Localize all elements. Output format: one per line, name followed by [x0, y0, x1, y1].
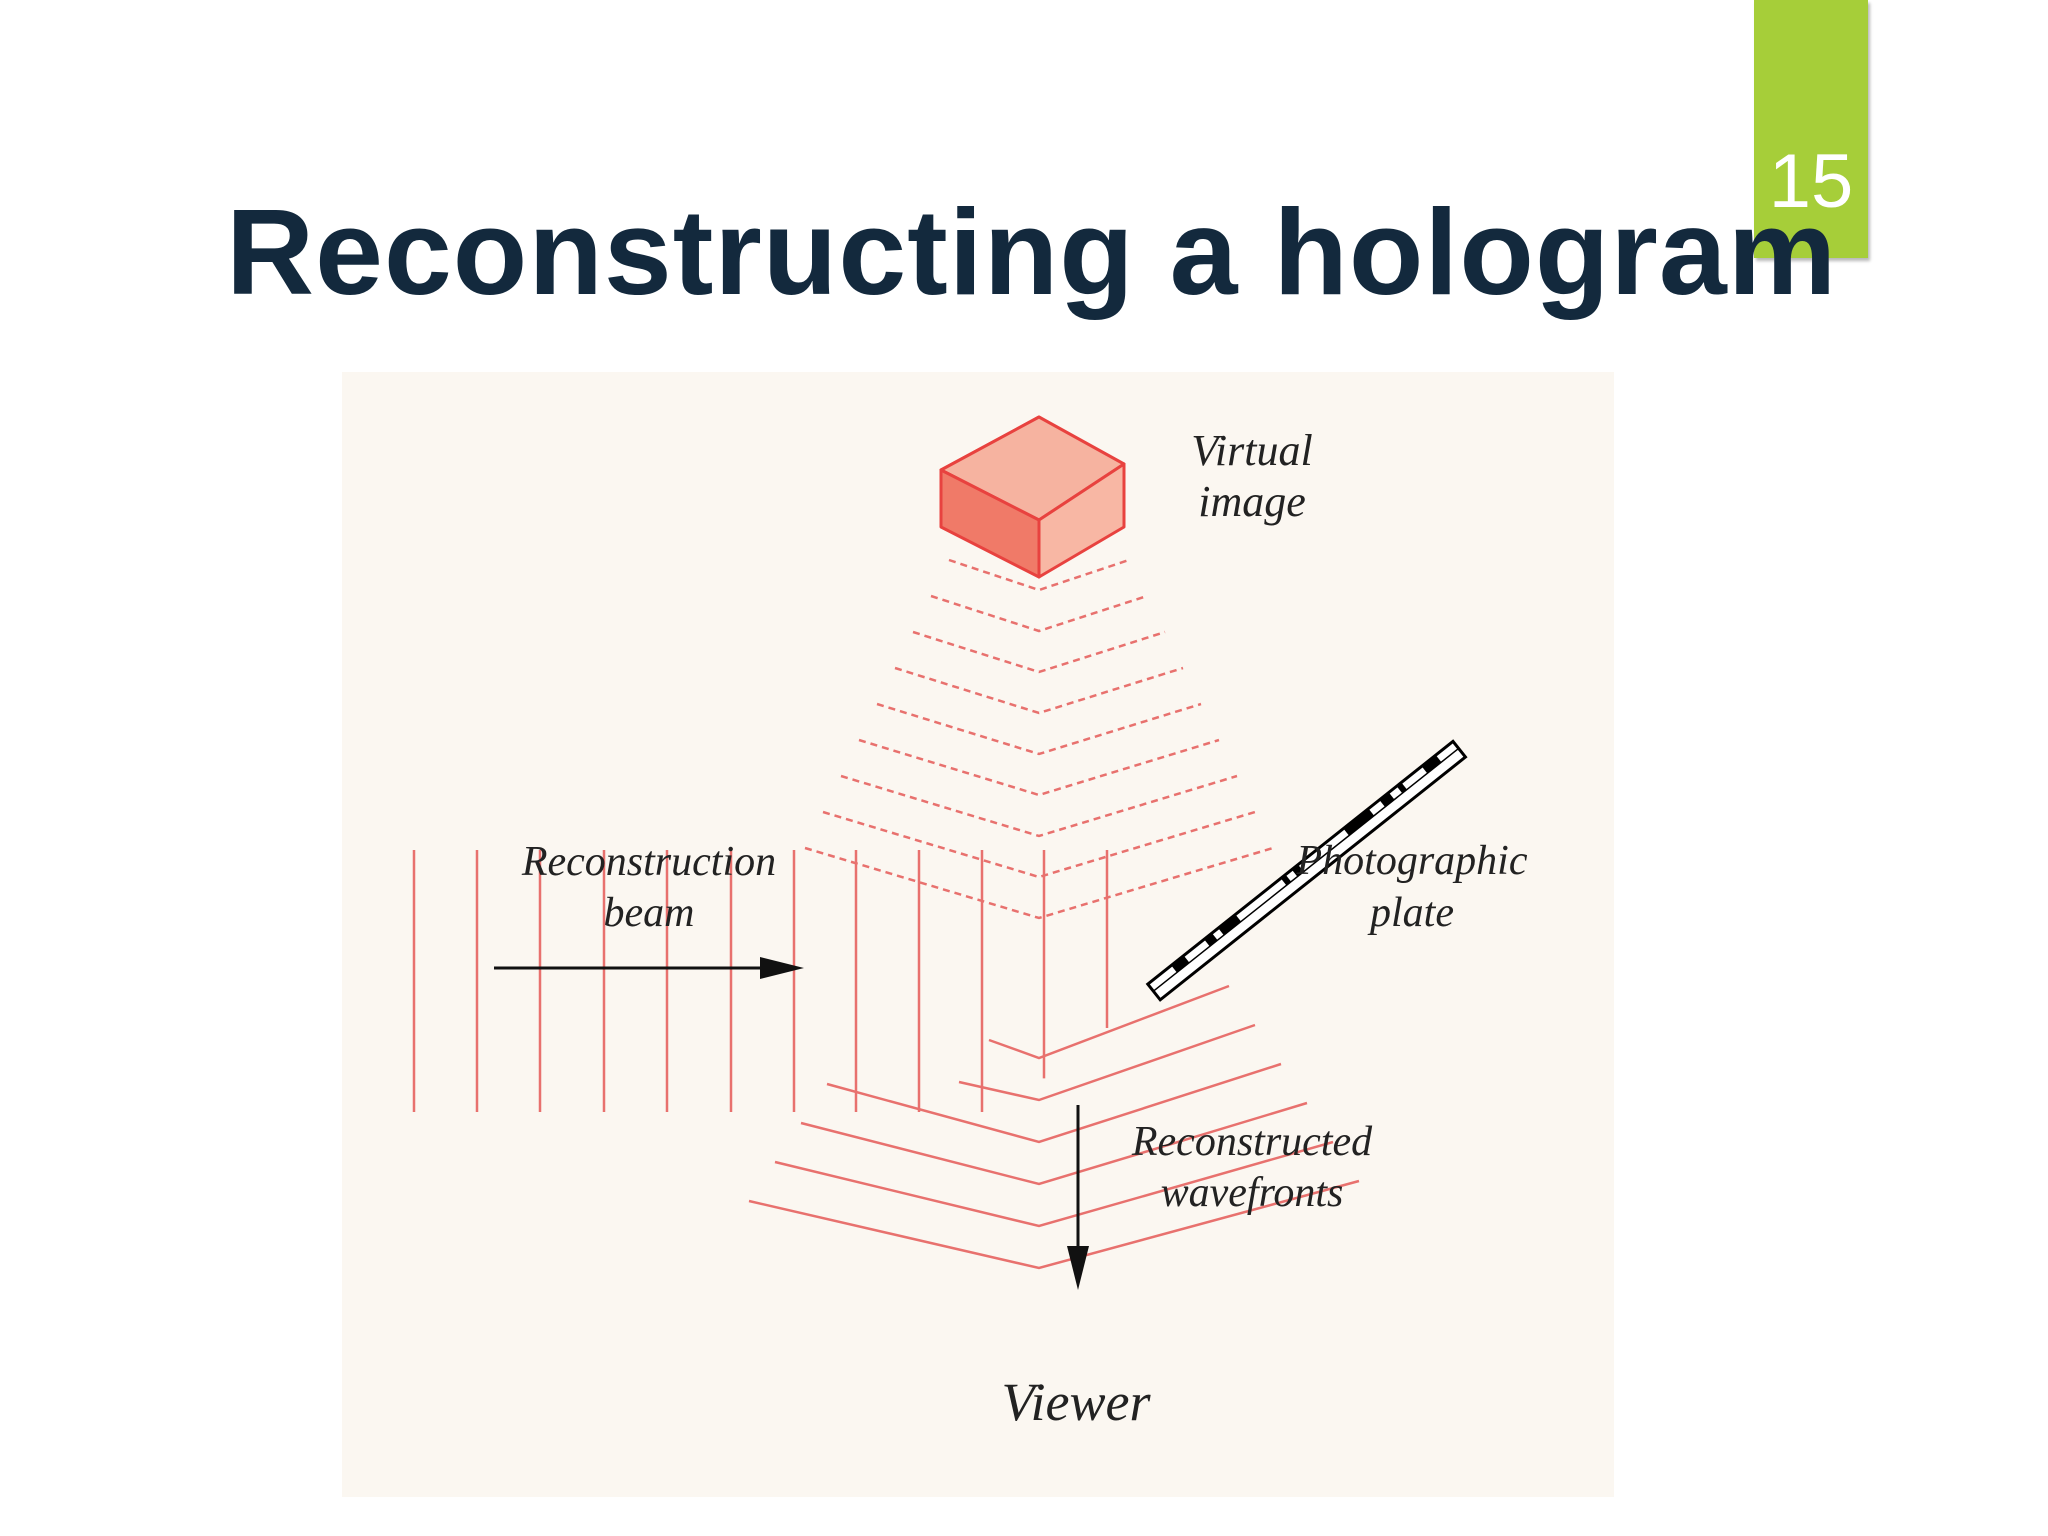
virtual-image-cube	[939, 415, 1126, 579]
reconstructed-wavefront-chevron	[958, 1023, 1256, 1102]
reconstruction-beam-wavefronts	[412, 850, 1109, 1112]
reconstructed-wavefront-chevron	[774, 1140, 1334, 1228]
virtual-wavefront-chevron	[930, 594, 1148, 633]
virtual-image-label-line1: Virtual	[1191, 426, 1312, 475]
virtual-wavefront-chevron	[840, 774, 1238, 838]
slide-number: 15	[1768, 139, 1854, 224]
reconstructed-wavefront-chevron	[800, 1101, 1308, 1186]
virtual-image-label-line2: image	[1198, 477, 1306, 526]
diagram-background	[342, 372, 1614, 1497]
reconstructed-wavefront-chevron	[826, 1062, 1282, 1144]
virtual-wavefront-chevron	[804, 846, 1274, 920]
diagram-canvas: Virtual image Reconstruction beam Photog…	[342, 372, 1614, 1497]
virtual-wavefront-chevron	[858, 738, 1220, 797]
viewer-label: Viewer	[1002, 1372, 1152, 1432]
reconstruction-beam-label-line1: Reconstruction	[521, 839, 776, 885]
reconstructed-wavefront-chevron	[748, 1179, 1360, 1270]
virtual-wavefront-chevron	[822, 810, 1256, 879]
virtual-image-wavefronts	[804, 558, 1274, 920]
hologram-diagram: Virtual image Reconstruction beam Photog…	[342, 372, 1614, 1497]
virtual-wavefront-chevron	[894, 666, 1184, 715]
reconstructed-wavefronts-label-line2: wavefronts	[1161, 1170, 1344, 1216]
photographic-plate	[1145, 739, 1468, 1002]
virtual-wavefront-chevron	[912, 630, 1166, 674]
reconstructed-wavefronts-label-line1: Reconstructed	[1131, 1119, 1373, 1165]
virtual-wavefront-chevron	[876, 702, 1202, 756]
beam-arrow	[494, 957, 804, 979]
reconstructed-wavefront-chevron	[988, 984, 1230, 1060]
slide-title: Reconstructing a hologram	[226, 184, 1838, 320]
photographic-plate-label-line1: Photographic	[1296, 838, 1528, 884]
photographic-plate-label-line2: plate	[1367, 890, 1454, 936]
reconstructed-wavefronts	[748, 984, 1360, 1270]
virtual-wavefront-chevron	[948, 558, 1130, 592]
slide-number-tab: 15	[1754, 0, 1868, 258]
reconstruction-beam-label-line2: beam	[604, 890, 695, 936]
wavefront-arrow	[1067, 1105, 1089, 1290]
